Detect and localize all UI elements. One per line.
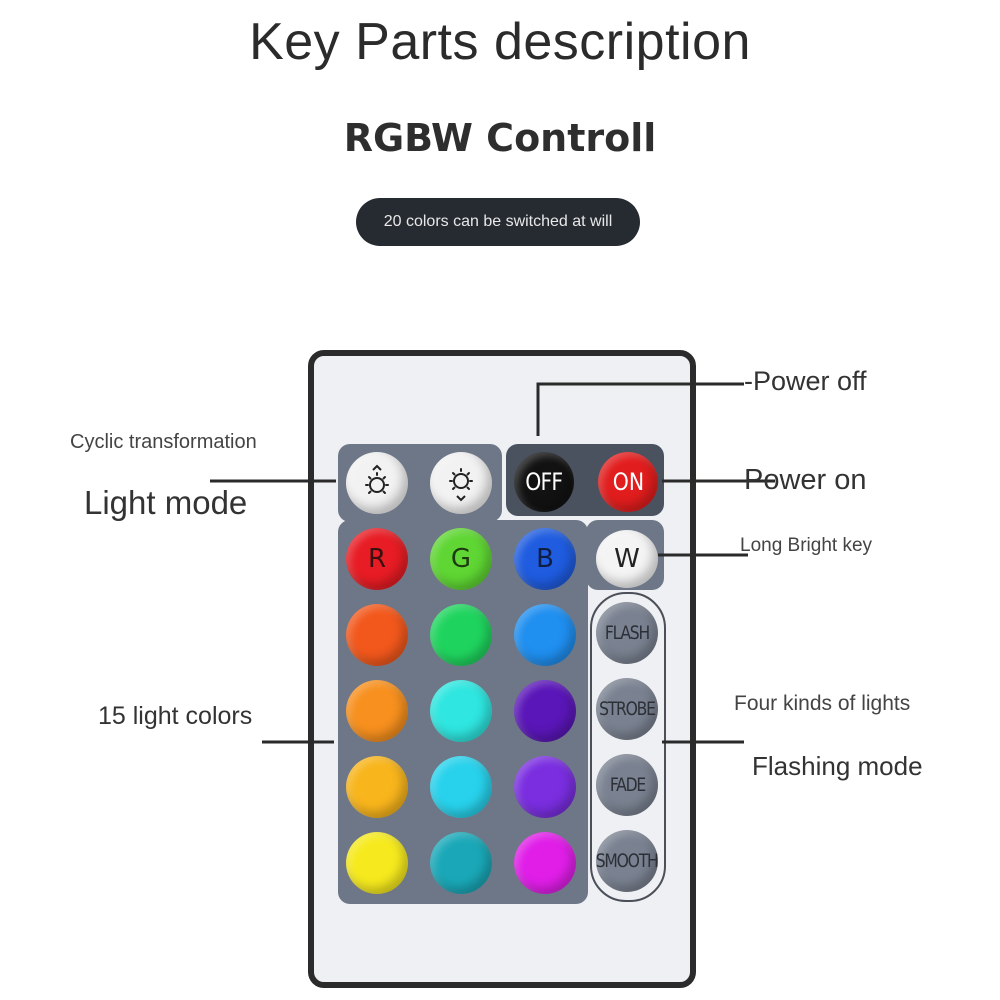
power-off-label: -Power off [744, 366, 867, 396]
off-button[interactable]: OFF [514, 452, 574, 512]
color-button-5[interactable] [430, 680, 492, 742]
color-button-3[interactable] [514, 604, 576, 666]
page-subtitle: RGBW Controll [343, 116, 657, 160]
color-button-11[interactable] [430, 832, 492, 894]
light-colors-label: 15 light colors [98, 702, 253, 730]
color-button-2[interactable] [430, 604, 492, 666]
smooth-button-label: SMOOTH [596, 850, 659, 872]
light-mode-label: Light mode [84, 484, 248, 521]
brightness-down-icon [449, 468, 473, 502]
brightness-down-button[interactable] [430, 452, 492, 514]
strobe-button-label: STROBE [599, 698, 656, 720]
color-button-6[interactable] [514, 680, 576, 742]
white-button-label: W [614, 544, 640, 574]
info-badge: 20 colors can be switched at will [356, 198, 640, 246]
red-button-label: R [367, 544, 387, 574]
blue-button[interactable]: B [514, 528, 576, 590]
on-button[interactable]: ON [598, 452, 658, 512]
power-off-leader [536, 382, 744, 436]
remote-control: OFF ON R G B W FLASH STROBE FADE SMOOTH [308, 350, 696, 988]
smooth-button[interactable]: SMOOTH [596, 830, 659, 892]
color-button-9[interactable] [514, 756, 576, 818]
flashing-mode-label: Flashing mode [752, 751, 923, 781]
brightness-up-button[interactable] [346, 452, 408, 514]
green-button-label: G [450, 544, 472, 574]
blue-button-label: B [536, 544, 554, 574]
four-kinds-label: Four kinds of lights [734, 692, 911, 715]
fade-button[interactable]: FADE [596, 754, 658, 816]
flash-button[interactable]: FLASH [596, 602, 658, 664]
off-button-label: OFF [525, 468, 564, 496]
fade-button-label: FADE [609, 774, 645, 796]
brightness-up-icon [365, 464, 389, 494]
flash-button-label: FLASH [604, 622, 650, 644]
long-bright-key-label: Long Bright key [740, 535, 873, 556]
power-on-label: Power on [744, 464, 867, 496]
color-button-1[interactable] [346, 604, 408, 666]
color-button-8[interactable] [430, 756, 492, 818]
on-button-label: ON [612, 468, 644, 496]
red-button[interactable]: R [346, 528, 408, 590]
color-button-10[interactable] [346, 832, 408, 894]
color-button-12[interactable] [514, 832, 576, 894]
cyclic-transformation-label: Cyclic transformation [70, 431, 257, 453]
color-button-7[interactable] [346, 756, 408, 818]
color-button-4[interactable] [346, 680, 408, 742]
green-button[interactable]: G [430, 528, 492, 590]
strobe-button[interactable]: STROBE [596, 678, 658, 740]
white-button[interactable]: W [596, 530, 658, 588]
page-title: Key Parts description [249, 13, 751, 71]
